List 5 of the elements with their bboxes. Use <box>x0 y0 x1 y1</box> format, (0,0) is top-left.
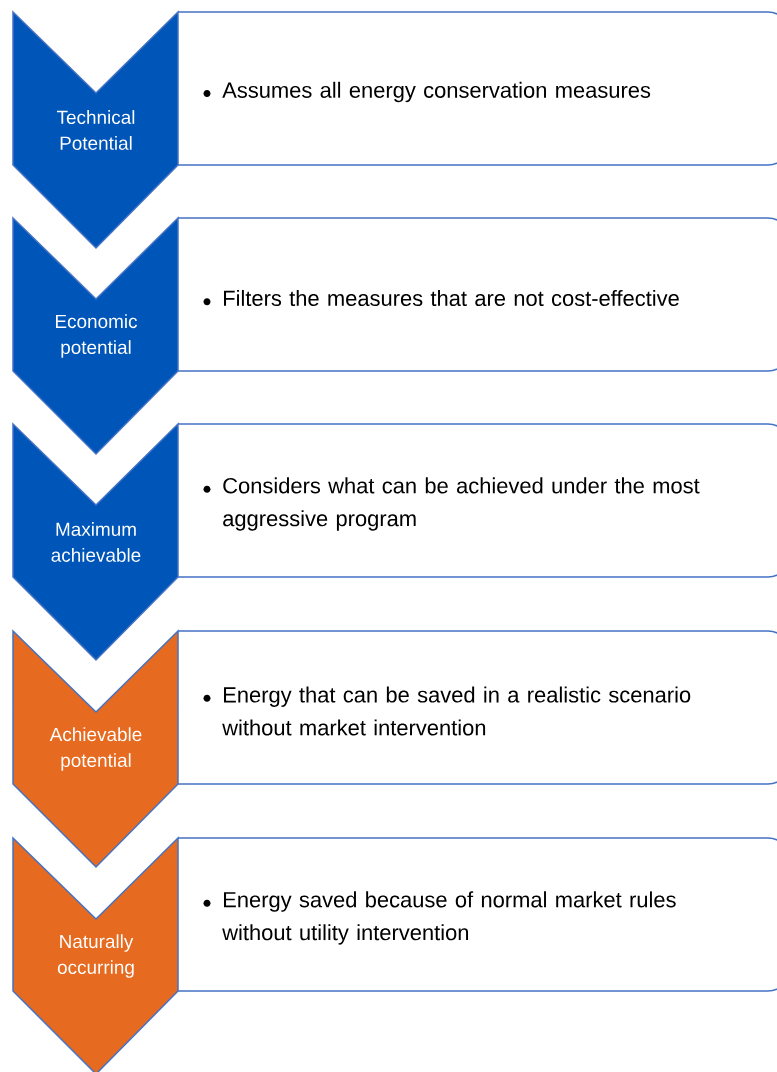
description-box: Assumes all energy conservation measures <box>177 11 777 166</box>
description-box: Energy saved because of normal market rules without utility intervention <box>177 837 777 992</box>
description-box: Filters the measures that are not cost-effective <box>177 217 777 372</box>
description-box: Considers what can be achieved under the most aggressive program <box>177 423 777 578</box>
description-box: Energy that can be saved in a realistic scenario without market intervention <box>177 630 777 785</box>
